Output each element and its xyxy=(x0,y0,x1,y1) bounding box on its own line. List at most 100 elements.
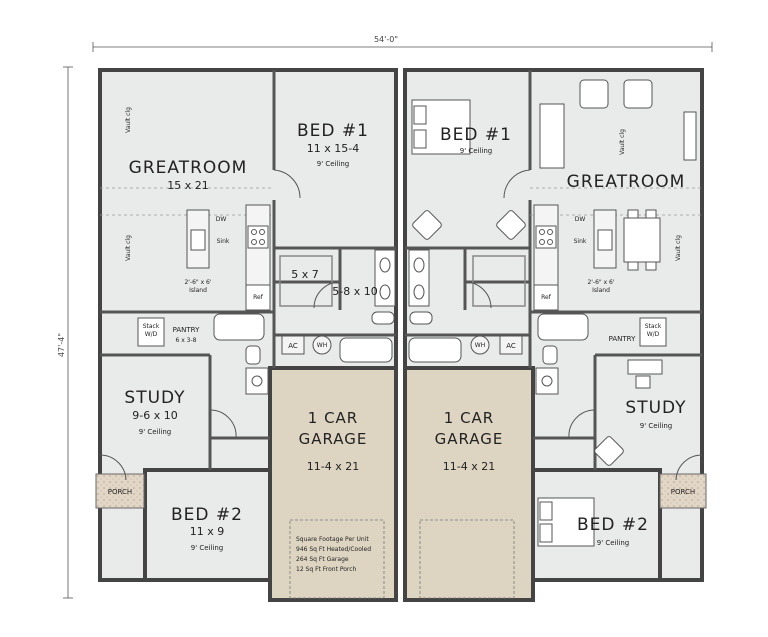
right-porch xyxy=(659,473,707,509)
right-tv-stand xyxy=(683,111,697,161)
depth-dimension-line xyxy=(63,66,73,599)
left-vault-label-1: Vault clg xyxy=(125,107,132,133)
left-tub xyxy=(213,313,265,341)
left-wh-label: WH xyxy=(317,342,327,349)
right-wh-label: WH xyxy=(475,342,485,349)
left-vault-label-2: Vault clg xyxy=(125,235,132,261)
left-ac-label: AC xyxy=(288,342,298,350)
right-study-chair-2 xyxy=(594,436,624,466)
right-study-ceiling: 9' Ceiling xyxy=(640,422,673,430)
right-sink-label: Sink xyxy=(574,238,587,245)
right-closet-shelf xyxy=(472,255,526,307)
right-dw-label: DW xyxy=(575,216,586,223)
left-closet-shelf xyxy=(279,255,333,307)
right-bed2-name: BED #2 xyxy=(577,515,649,535)
left-pantry-size: 6 x 3-8 xyxy=(176,337,197,344)
right-vault-label-2: Vault clg xyxy=(675,235,682,261)
left-range xyxy=(247,225,269,249)
left-sink-label: Sink xyxy=(217,238,230,245)
right-lounge-chair-2 xyxy=(496,210,526,240)
left-ref-label: Ref xyxy=(253,294,264,301)
right-toilet xyxy=(409,311,433,325)
left-footage-box xyxy=(289,519,385,599)
right-bed1-ceiling: 9' Ceiling xyxy=(460,147,493,155)
right-greatroom-name: GREATROOM xyxy=(567,172,686,192)
right-lounge-chair-1 xyxy=(412,210,442,240)
left-stack-label: Stack xyxy=(143,323,160,330)
right-sofa xyxy=(539,103,565,169)
left-garage-line1: 1 CAR xyxy=(308,409,358,427)
left-toilet xyxy=(371,311,395,325)
right-study-desk xyxy=(627,359,663,375)
width-dimension-label: 54'-0" xyxy=(374,35,398,44)
right-vault-label-1: Vault clg xyxy=(619,129,626,155)
left-island-size: 2'-6" x 6' xyxy=(184,279,211,286)
right-tub-2 xyxy=(408,337,462,363)
left-tub-2 xyxy=(339,337,393,363)
right-ref-label: Ref xyxy=(541,294,552,301)
left-pantry-name: PANTRY xyxy=(173,326,200,334)
left-bed1-name: BED #1 xyxy=(297,121,369,141)
left-water-heater xyxy=(312,335,332,355)
right-ac-unit xyxy=(499,335,523,355)
left-porch-label: PORCH xyxy=(108,488,132,496)
right-garage-line2: GARAGE xyxy=(435,430,504,448)
right-armchair-1 xyxy=(579,79,609,109)
right-wd-label: W/D xyxy=(647,331,660,338)
right-garage-size: 11-4 x 21 xyxy=(443,460,495,473)
right-stack-wd xyxy=(639,317,667,347)
left-garage-floor xyxy=(268,366,398,602)
footage-title: Square Footage Per Unit xyxy=(296,536,369,543)
right-garage-floor xyxy=(403,366,535,602)
left-unit xyxy=(95,68,398,602)
left-study-name: STUDY xyxy=(124,388,185,408)
left-garage-line2: GARAGE xyxy=(299,430,368,448)
left-bath2-sink xyxy=(245,367,269,395)
right-island-size: 2'-6" x 6' xyxy=(587,279,614,286)
right-island-sink xyxy=(597,229,613,251)
left-bed2-name: BED #2 xyxy=(171,505,243,525)
right-refrigerator xyxy=(533,284,559,311)
right-range xyxy=(535,225,557,249)
right-dining-table xyxy=(623,217,661,263)
width-dimension-line xyxy=(92,42,713,52)
left-island-sink xyxy=(190,229,206,251)
right-bath2-toilet xyxy=(542,345,558,365)
right-tub xyxy=(537,313,589,341)
left-ac-unit xyxy=(281,335,305,355)
right-study-name: STUDY xyxy=(625,398,686,418)
left-bed1-ceiling: 9' Ceiling xyxy=(317,160,350,168)
left-bed2-ceiling: 9' Ceiling xyxy=(191,544,224,552)
right-study-chair xyxy=(635,375,651,389)
right-porch-label: PORCH xyxy=(671,488,695,496)
left-refrigerator xyxy=(245,284,271,311)
right-armchair-2 xyxy=(623,79,653,109)
right-bath2-sink xyxy=(535,367,559,395)
left-dw-label: DW xyxy=(216,216,227,223)
right-bed2-ceiling: 9' Ceiling xyxy=(597,539,630,547)
left-bed1-size: 11 x 15-4 xyxy=(307,142,359,155)
left-wd-label: W/D xyxy=(145,331,158,338)
left-garage-size: 11-4 x 21 xyxy=(307,460,359,473)
right-garage-line1: 1 CAR xyxy=(444,409,494,427)
depth-dimension-label: 47'-4" xyxy=(57,333,66,357)
left-study-ceiling: 9' Ceiling xyxy=(139,428,172,436)
left-island-word: Island xyxy=(189,287,207,294)
right-stack-label: Stack xyxy=(645,323,662,330)
right-pantry-name: PANTRY xyxy=(609,335,636,343)
left-stack-wd xyxy=(137,317,165,347)
left-greatroom-name: GREATROOM xyxy=(129,158,248,178)
right-footage-box xyxy=(419,519,515,599)
closet-size: 5 x 7 xyxy=(291,268,319,281)
right-water-heater xyxy=(470,335,490,355)
right-island-word: Island xyxy=(592,287,610,294)
bath-size: 5-8 x 10 xyxy=(332,285,377,298)
footage-porch: 12 Sq Ft Front Porch xyxy=(296,566,357,573)
left-study-size: 9-6 x 10 xyxy=(132,409,177,422)
left-bed2-floor xyxy=(143,468,272,582)
footage-heated: 946 Sq Ft Heated/Cooled xyxy=(296,546,371,553)
right-bed1-name: BED #1 xyxy=(440,125,512,145)
footage-garage: 264 Sq Ft Garage xyxy=(296,556,349,563)
right-ac-label: AC xyxy=(506,342,516,350)
